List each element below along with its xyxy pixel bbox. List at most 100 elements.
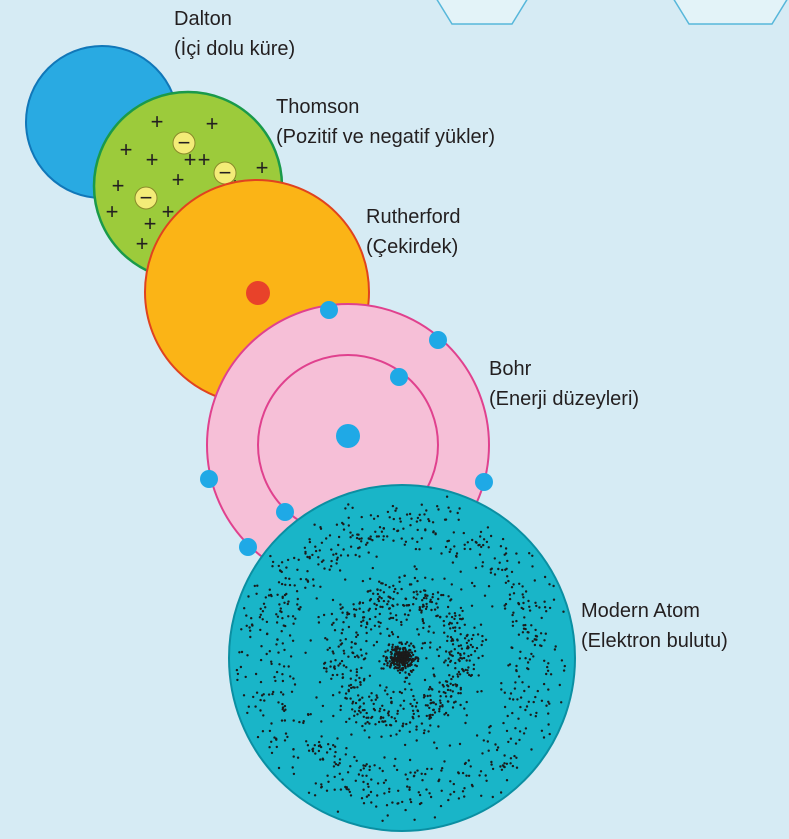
electron-cloud-dot (259, 699, 261, 701)
electron-cloud-dot (512, 625, 514, 627)
electron-cloud-dot (393, 528, 395, 530)
electron-cloud-dot (380, 716, 382, 718)
electron-cloud-dot (399, 704, 401, 706)
electron-cloud-dot (443, 661, 445, 663)
electron-cloud-dot (276, 594, 278, 596)
electron-cloud-dot (423, 694, 425, 696)
electron-cloud-dot (359, 681, 361, 683)
electron-cloud-dot (440, 594, 442, 596)
electron-cloud-dot (356, 674, 358, 676)
electron-cloud-dot (481, 644, 483, 646)
electron-cloud-dot (439, 681, 441, 683)
electron-cloud-dot (356, 655, 358, 657)
electron-cloud-dot (321, 561, 323, 563)
electron-cloud-dot (412, 603, 414, 605)
electron-cloud-dot (424, 595, 426, 597)
electron-cloud-dot (320, 528, 322, 530)
electron-cloud-dot (512, 698, 514, 700)
electron-cloud-dot (430, 599, 432, 601)
electron-cloud-dot (538, 606, 540, 608)
electron-cloud-dot (293, 557, 295, 559)
electron-cloud-dot (447, 595, 449, 597)
electron-cloud-dot (511, 712, 513, 714)
electron-cloud-dot (446, 496, 448, 498)
electron-cloud-dot (378, 600, 380, 602)
electron-cloud-dot (464, 544, 466, 546)
electron-cloud-dot (368, 696, 370, 698)
electron-cloud-dot (522, 596, 524, 598)
electron-cloud-dot (390, 656, 392, 658)
electron-cloud-dot (476, 734, 478, 736)
electron-cloud-dot (456, 673, 458, 675)
electron-cloud-dot (289, 634, 291, 636)
electron-cloud-dot (323, 567, 325, 569)
electron-cloud-dot (270, 661, 272, 663)
electron-cloud-dot (432, 531, 434, 533)
electron-cloud-dot (376, 794, 378, 796)
thomson-name: Thomson (276, 92, 495, 122)
electron-cloud-dot (447, 700, 449, 702)
electron-cloud-dot (338, 536, 340, 538)
electron-cloud-dot (274, 680, 276, 682)
electron-cloud-dot (361, 725, 363, 727)
electron-cloud-dot (395, 507, 397, 509)
electron-cloud-dot (408, 645, 410, 647)
electron-cloud-dot (452, 639, 454, 641)
electron-cloud-dot (330, 548, 332, 550)
electron-cloud-dot (454, 648, 456, 650)
electron-cloud-dot (336, 737, 338, 739)
electron-cloud-dot (447, 714, 449, 716)
electron-cloud-dot (440, 552, 442, 554)
electron-cloud-dot (359, 608, 361, 610)
electron-cloud-dot (335, 562, 337, 564)
electron-cloud-dot (363, 702, 365, 704)
electron-cloud-dot (417, 660, 419, 662)
electron-cloud-dot (322, 758, 324, 760)
electron-cloud-dot (350, 794, 352, 796)
electron-cloud-dot (329, 534, 331, 536)
electron-cloud-dot (409, 731, 411, 733)
electron-cloud-dot (403, 700, 405, 702)
electron-cloud-dot (345, 753, 347, 755)
electron-cloud-dot (409, 798, 411, 800)
electron-cloud-dot (356, 713, 358, 715)
electron-cloud-dot (424, 577, 426, 579)
electron-cloud-dot (423, 729, 425, 731)
electron-cloud-dot (506, 575, 508, 577)
electron-cloud-dot (392, 505, 394, 507)
electron-cloud-dot (429, 641, 431, 643)
electron-cloud-dot (360, 621, 362, 623)
electron-cloud-dot (430, 547, 432, 549)
modern-atom-label: Modern Atom (Elektron bulutu) (581, 596, 728, 656)
electron-cloud-dot (444, 519, 446, 521)
electron-cloud-dot (363, 658, 365, 660)
electron-cloud-dot (404, 671, 406, 673)
electron-cloud-dot (404, 575, 406, 577)
electron-cloud-dot (413, 819, 415, 821)
electron-cloud-dot (532, 655, 534, 657)
bohr-description: (Enerji düzeyleri) (489, 384, 639, 414)
electron-cloud-dot (415, 598, 417, 600)
electron-cloud-dot (283, 624, 285, 626)
electron-cloud-dot (481, 655, 483, 657)
electron-cloud-dot (525, 727, 527, 729)
electron-cloud-dot (369, 599, 371, 601)
electron-cloud-dot (485, 639, 487, 641)
electron-cloud-dot (426, 715, 428, 717)
electron-cloud-dot (481, 565, 483, 567)
electron-cloud-dot (356, 537, 358, 539)
electron-cloud-dot (511, 586, 513, 588)
electron-cloud-dot (519, 706, 521, 708)
electron-cloud-dot (370, 692, 372, 694)
electron-cloud-dot (446, 684, 448, 686)
electron-cloud-dot (383, 600, 385, 602)
electron-cloud-dot (281, 583, 283, 585)
electron-cloud-dot (455, 555, 457, 557)
electron-cloud-dot (332, 744, 334, 746)
electron-cloud-dot (404, 667, 406, 669)
electron-cloud-dot (303, 720, 305, 722)
electron-cloud-dot (464, 548, 466, 550)
electron-cloud-dot (422, 642, 424, 644)
electron-cloud-dot (415, 548, 417, 550)
electron-cloud-dot (503, 762, 505, 764)
